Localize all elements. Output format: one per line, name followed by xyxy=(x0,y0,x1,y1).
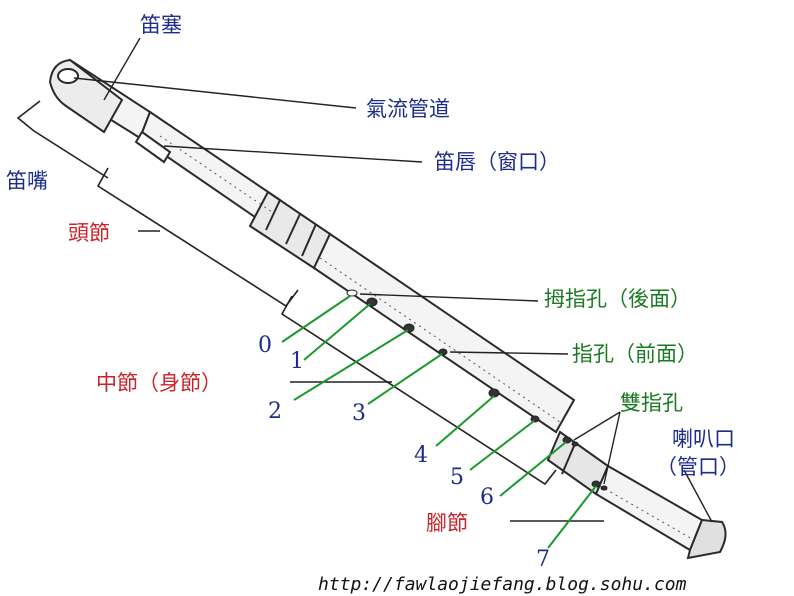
double-holes-leader-a xyxy=(573,411,621,441)
labium-label: 笛唇（窗口） xyxy=(434,150,560,174)
number-leaders xyxy=(281,295,597,549)
hole-number-4: 4 xyxy=(414,443,428,468)
finger-holes-label: 指孔（前面） xyxy=(572,342,698,366)
head-joint-label: 頭節 xyxy=(68,221,110,245)
double-hole-7b xyxy=(600,485,608,491)
double-hole-6a xyxy=(562,436,572,444)
labium-window-shape xyxy=(134,130,172,164)
holes xyxy=(346,289,608,491)
double-holes-leader-b xyxy=(603,411,621,485)
windway-leader xyxy=(73,77,357,109)
hole-number-0: 0 xyxy=(258,333,272,358)
fipple-leader xyxy=(103,37,141,101)
bell-leader xyxy=(683,469,713,523)
thumb-hole-leader xyxy=(359,293,539,302)
finger-hole-5 xyxy=(530,415,540,423)
middle-joint-bracket xyxy=(280,295,557,486)
thumb-hole-0 xyxy=(346,289,358,297)
fipple-label: 笛塞 xyxy=(140,13,182,37)
windway-label: 氣流管道 xyxy=(366,97,450,121)
finger-hole-4 xyxy=(488,388,500,398)
bell-shape xyxy=(686,518,727,560)
leader-lines xyxy=(73,37,713,523)
double-holes-label: 雙指孔 xyxy=(620,391,683,415)
double-hole-6b xyxy=(571,441,579,447)
middle-joint-label: 中節（身節） xyxy=(96,371,222,395)
middle-joint-tube xyxy=(312,232,576,434)
tube-shading xyxy=(159,135,695,541)
mouthpiece-label: 笛嘴 xyxy=(6,169,48,193)
brackets xyxy=(16,100,557,486)
hole-number-7: 7 xyxy=(536,547,550,572)
windway-opening xyxy=(57,68,79,84)
watermark-url: http://fawlaojiefang.blog.sohu.com xyxy=(318,574,687,595)
thumb-hole-label: 拇指孔（後面） xyxy=(544,287,691,311)
hole-number-3: 3 xyxy=(352,401,366,426)
head-joint-bracket xyxy=(96,167,299,308)
mouthpiece-bracket xyxy=(16,100,109,179)
bell-label-line1: 喇叭口 xyxy=(672,427,735,451)
foot-joint-label: 腳節 xyxy=(426,511,468,535)
hole-number-6: 6 xyxy=(480,485,494,510)
finger-holes-leader xyxy=(449,351,569,355)
bell-label-line2: （管口） xyxy=(656,455,740,479)
head-middle-ring xyxy=(248,190,332,270)
hole-number-5: 5 xyxy=(450,465,464,490)
hole-number-2: 2 xyxy=(268,399,282,424)
labium-leader xyxy=(163,145,423,163)
hole-number-1: 1 xyxy=(290,349,304,374)
